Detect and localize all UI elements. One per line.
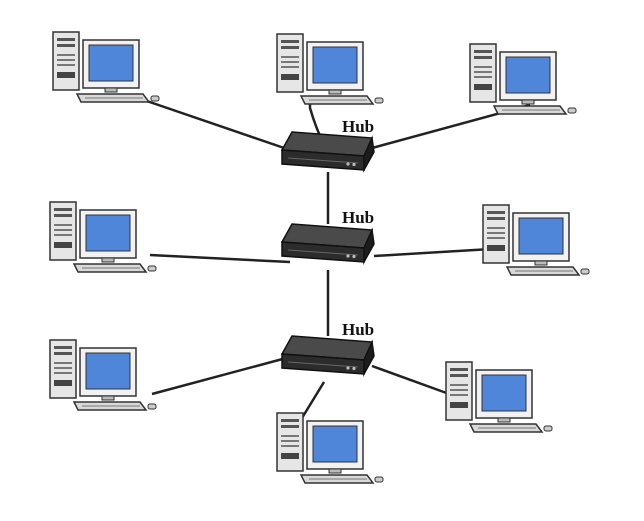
cable-pc-bottom-right <box>371 364 453 397</box>
hub-label-bottom: Hub <box>342 320 374 339</box>
desktop-computer-icon <box>482 204 590 276</box>
cable-pc-middle-left <box>149 253 291 264</box>
desktop-computer-icon <box>49 201 157 273</box>
desktop-computer-icon <box>276 33 384 105</box>
desktop-computer-icon <box>276 412 384 484</box>
desktop-computer-icon <box>52 31 160 103</box>
network-hub-icon <box>281 223 375 263</box>
desktop-computer-icon <box>445 361 553 433</box>
cable-pc-top-center <box>308 100 322 137</box>
hub-label-top: Hub <box>342 117 374 136</box>
cable-pc-bottom-center <box>300 381 326 419</box>
hub-label-middle: Hub <box>342 208 374 227</box>
desktop-computer-icon <box>469 43 577 115</box>
cable-pc-bottom-left <box>151 355 291 396</box>
network-hub-icon <box>281 131 375 171</box>
network-hub-icon <box>281 335 375 375</box>
desktop-computer-icon <box>49 339 157 411</box>
cable-pc-top-left <box>137 96 291 152</box>
